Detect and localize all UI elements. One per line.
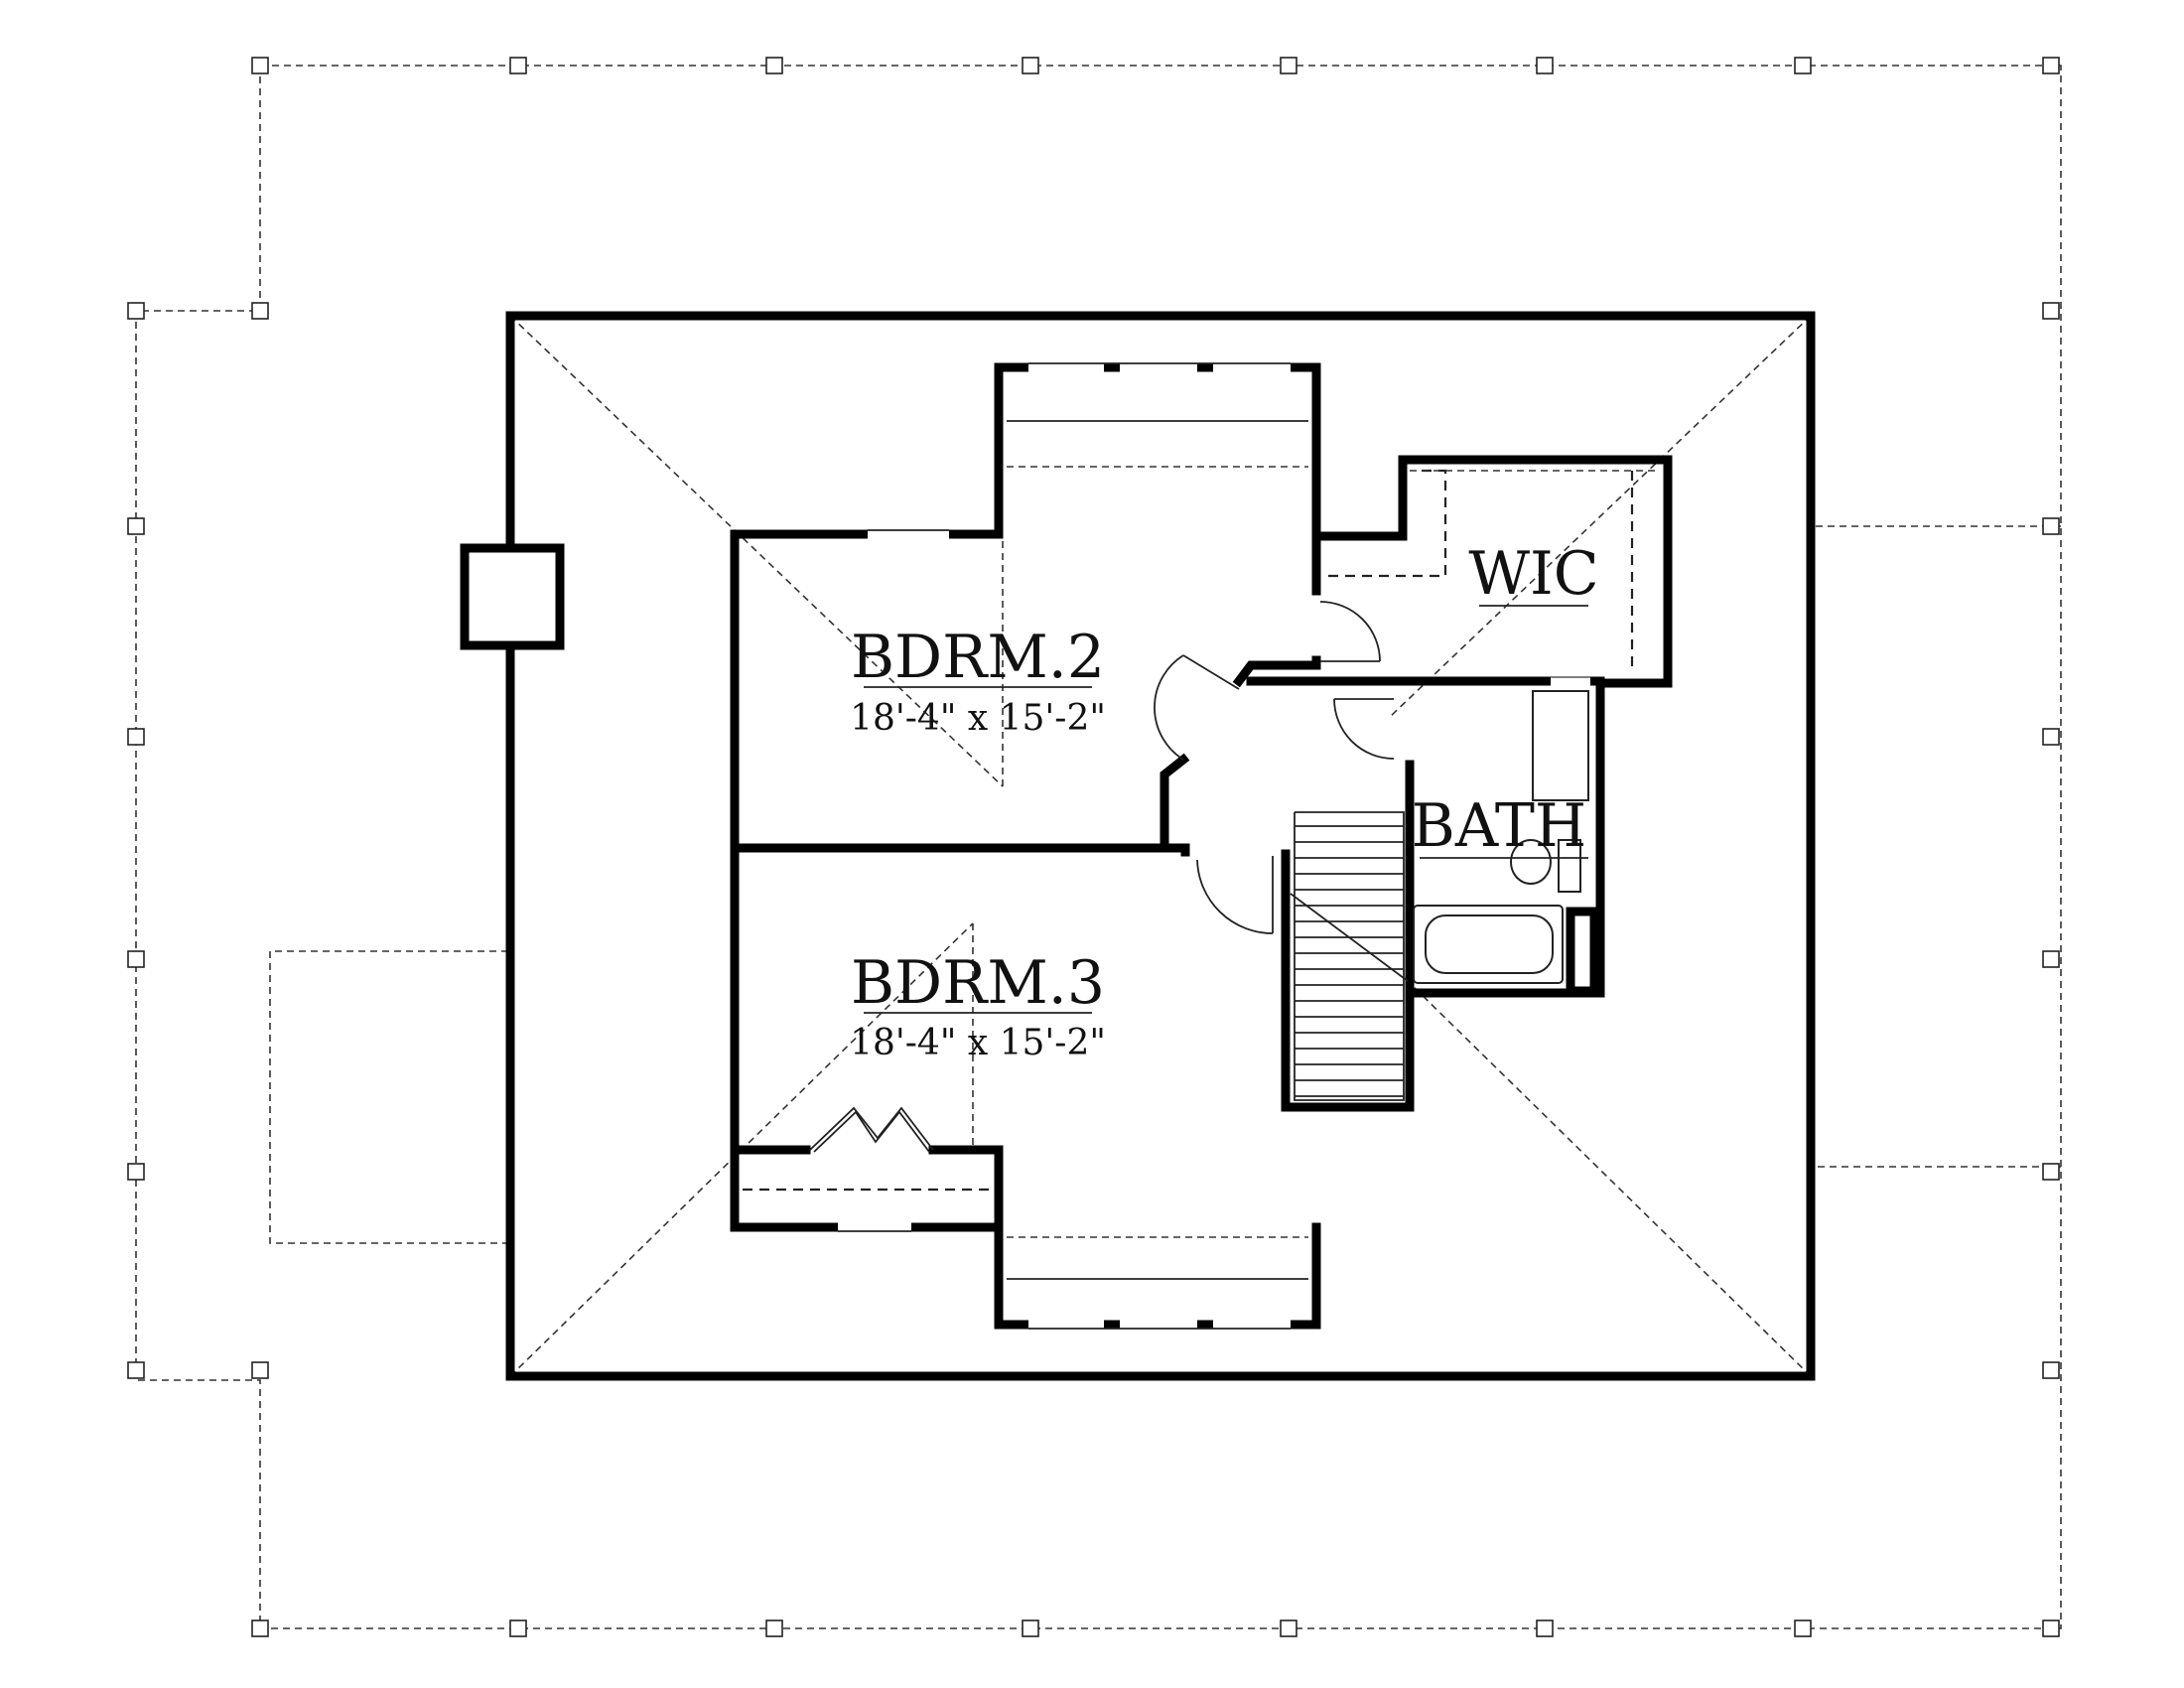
- wic-name: WIC: [1468, 539, 1598, 609]
- porch-post: [127, 1361, 145, 1379]
- staircase: [1290, 811, 1409, 1101]
- porch-post: [2042, 1163, 2060, 1181]
- porch-post: [127, 728, 145, 746]
- toilet: [1510, 839, 1552, 885]
- porch-post: [127, 950, 145, 968]
- porch-post: [127, 517, 145, 535]
- interior-walls: [730, 362, 1673, 1330]
- porch-post: [127, 302, 145, 320]
- bath-name: BATH: [1412, 791, 1586, 861]
- porch-post: [251, 57, 269, 74]
- porch-post: [1280, 1619, 1297, 1637]
- bdrm3-dims: 18'-4" x 15'-2": [850, 1023, 1106, 1063]
- porch-post: [1022, 57, 1039, 74]
- stair-break-line: [1290, 893, 1409, 982]
- bdrm3-name: BDRM.3: [851, 948, 1105, 1018]
- bath-fixtures: [1413, 690, 1589, 984]
- porch-post: [2042, 517, 2060, 535]
- porch-post: [2042, 950, 2060, 968]
- porch-post: [1022, 1619, 1039, 1637]
- porch-post: [251, 302, 269, 320]
- doors: [809, 601, 1395, 1153]
- porch-post: [251, 1361, 269, 1379]
- bdrm2-name: BDRM.2: [851, 623, 1105, 692]
- chimney: [460, 543, 565, 650]
- porch-post: [509, 57, 527, 74]
- porch-post: [251, 1619, 269, 1637]
- roof-hip-lines: [509, 315, 1812, 1377]
- porch-posts: [127, 57, 2060, 1637]
- windows: [838, 361, 1590, 1331]
- bdrm2-dims: 18'-4" x 15'-2": [850, 698, 1106, 739]
- porch-post: [2042, 57, 2060, 74]
- porch-post: [1794, 1619, 1812, 1637]
- porch-post: [1536, 57, 1554, 74]
- porch-post: [765, 57, 783, 74]
- porch-post: [2042, 728, 2060, 746]
- porch-outline: [135, 65, 2062, 1629]
- porch-post: [1536, 1619, 1554, 1637]
- porch-post: [509, 1619, 527, 1637]
- exterior-wall: [505, 311, 1816, 1381]
- dormer-lines: [743, 420, 1658, 1280]
- porch-post: [1280, 57, 1297, 74]
- room-labels: BDRM.2 18'-4" x 15'-2" BDRM.3 18'-4" x 1…: [850, 539, 1599, 1063]
- porch-post: [127, 1163, 145, 1181]
- porch-post: [2042, 1361, 2060, 1379]
- porch-post: [2042, 1619, 2060, 1637]
- porch-post: [2042, 302, 2060, 320]
- porch-post: [1794, 57, 1812, 74]
- porch-post: [765, 1619, 783, 1637]
